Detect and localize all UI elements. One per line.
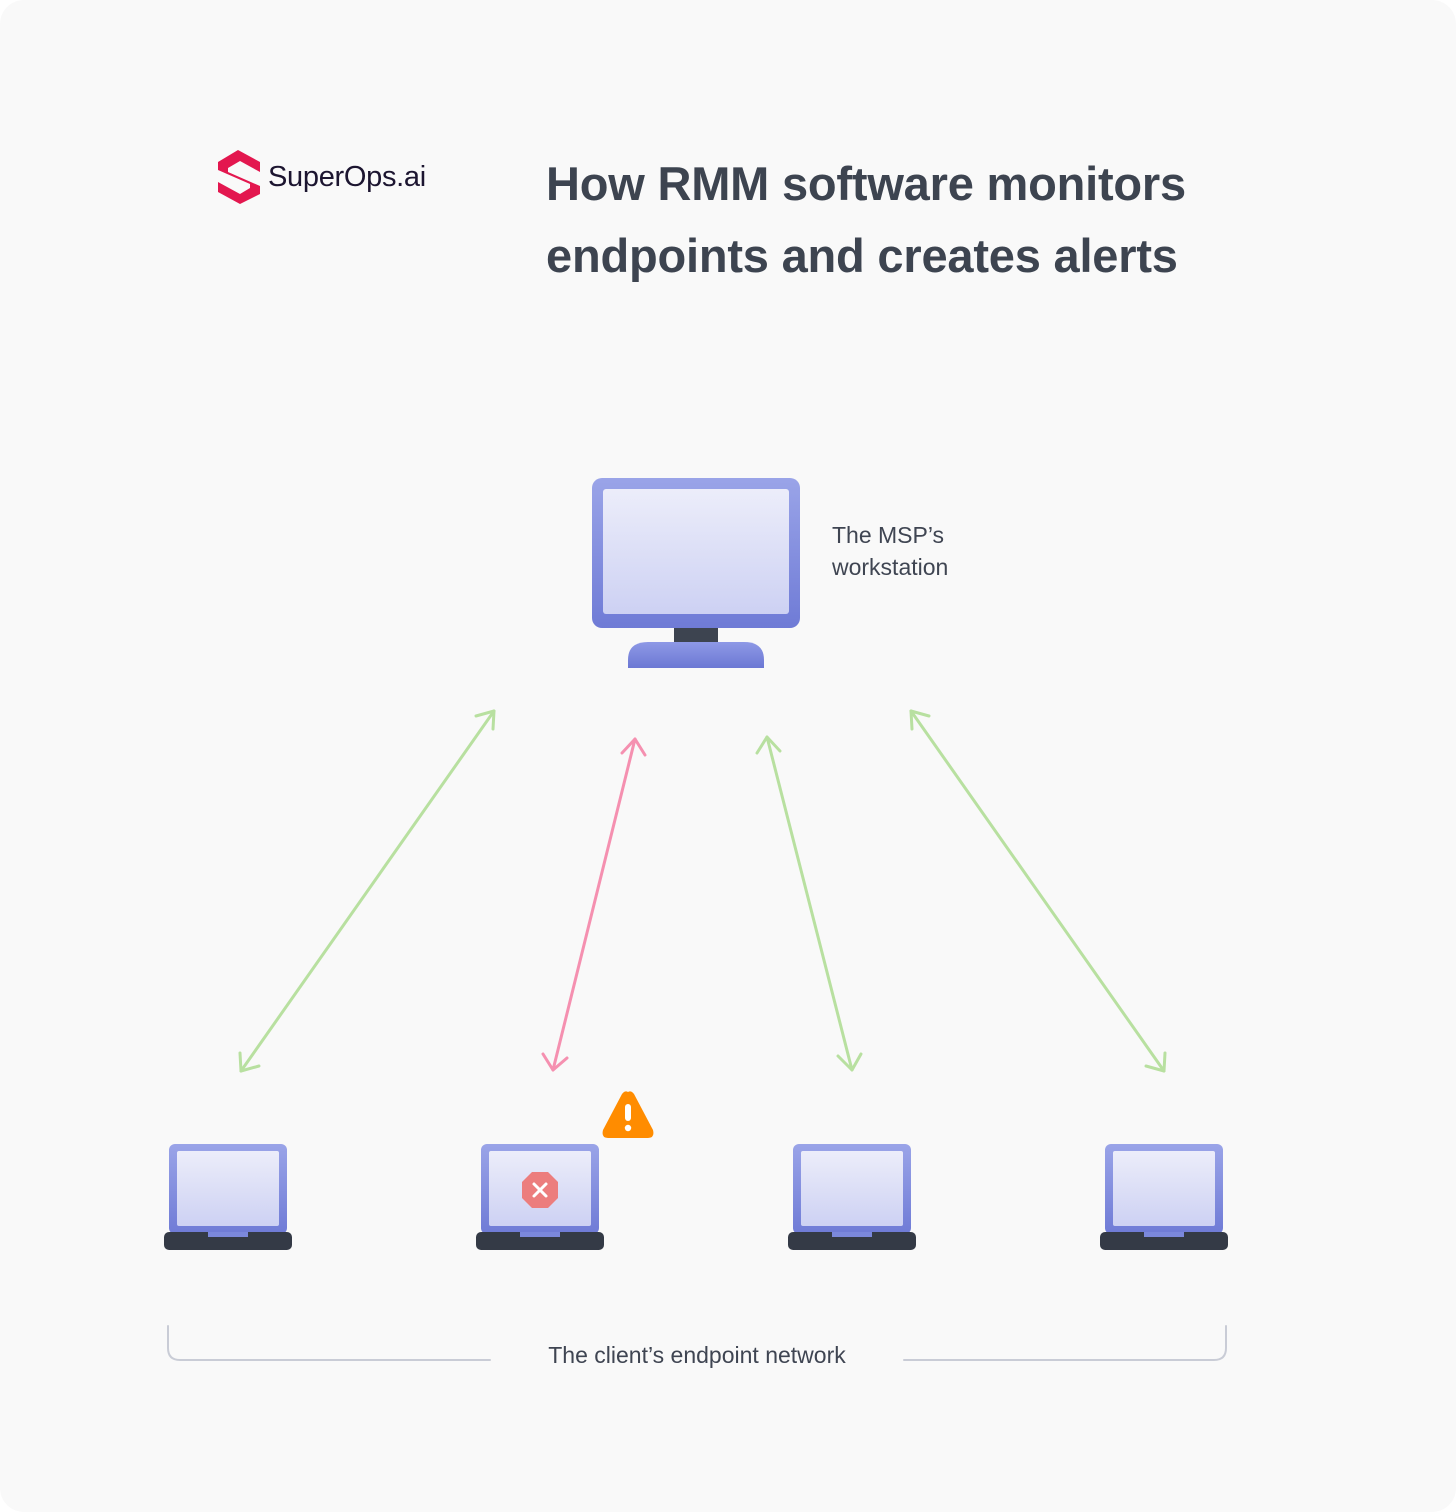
warning-triangle-icon: [602, 1091, 654, 1138]
logo-mark-spacer: [218, 150, 262, 204]
title-line-1: How RMM software monitors: [546, 157, 1186, 210]
laptop-icon: [164, 1144, 292, 1250]
network-bracket: [167, 1325, 1227, 1361]
workstation-label: The MSP’s workstation: [832, 519, 948, 583]
link-arrow-endpoint-4: [909, 709, 1167, 1073]
brand-logo[interactable]: SuperOps.ai: [218, 150, 426, 204]
brand-name: SuperOps.ai: [268, 160, 426, 193]
desktop-monitor-icon: [592, 478, 800, 668]
laptop-icon: [788, 1144, 916, 1250]
link-arrow-endpoint-1: [238, 709, 496, 1073]
page-title: How RMM software monitors endpoints and …: [546, 148, 1306, 292]
title-line-2: endpoints and creates alerts: [546, 229, 1178, 282]
stop-x-icon: [522, 1172, 558, 1208]
workstation-label-line-1: The MSP’s: [832, 522, 945, 548]
link-arrow-endpoint-2: [541, 737, 647, 1072]
link-arrow-endpoint-3: [755, 735, 863, 1072]
workstation-label-line-2: workstation: [832, 554, 949, 580]
superops-logo-icon: [218, 150, 260, 204]
laptop-icon: [1100, 1144, 1228, 1250]
network-label: The client’s endpoint network: [548, 1342, 846, 1368]
